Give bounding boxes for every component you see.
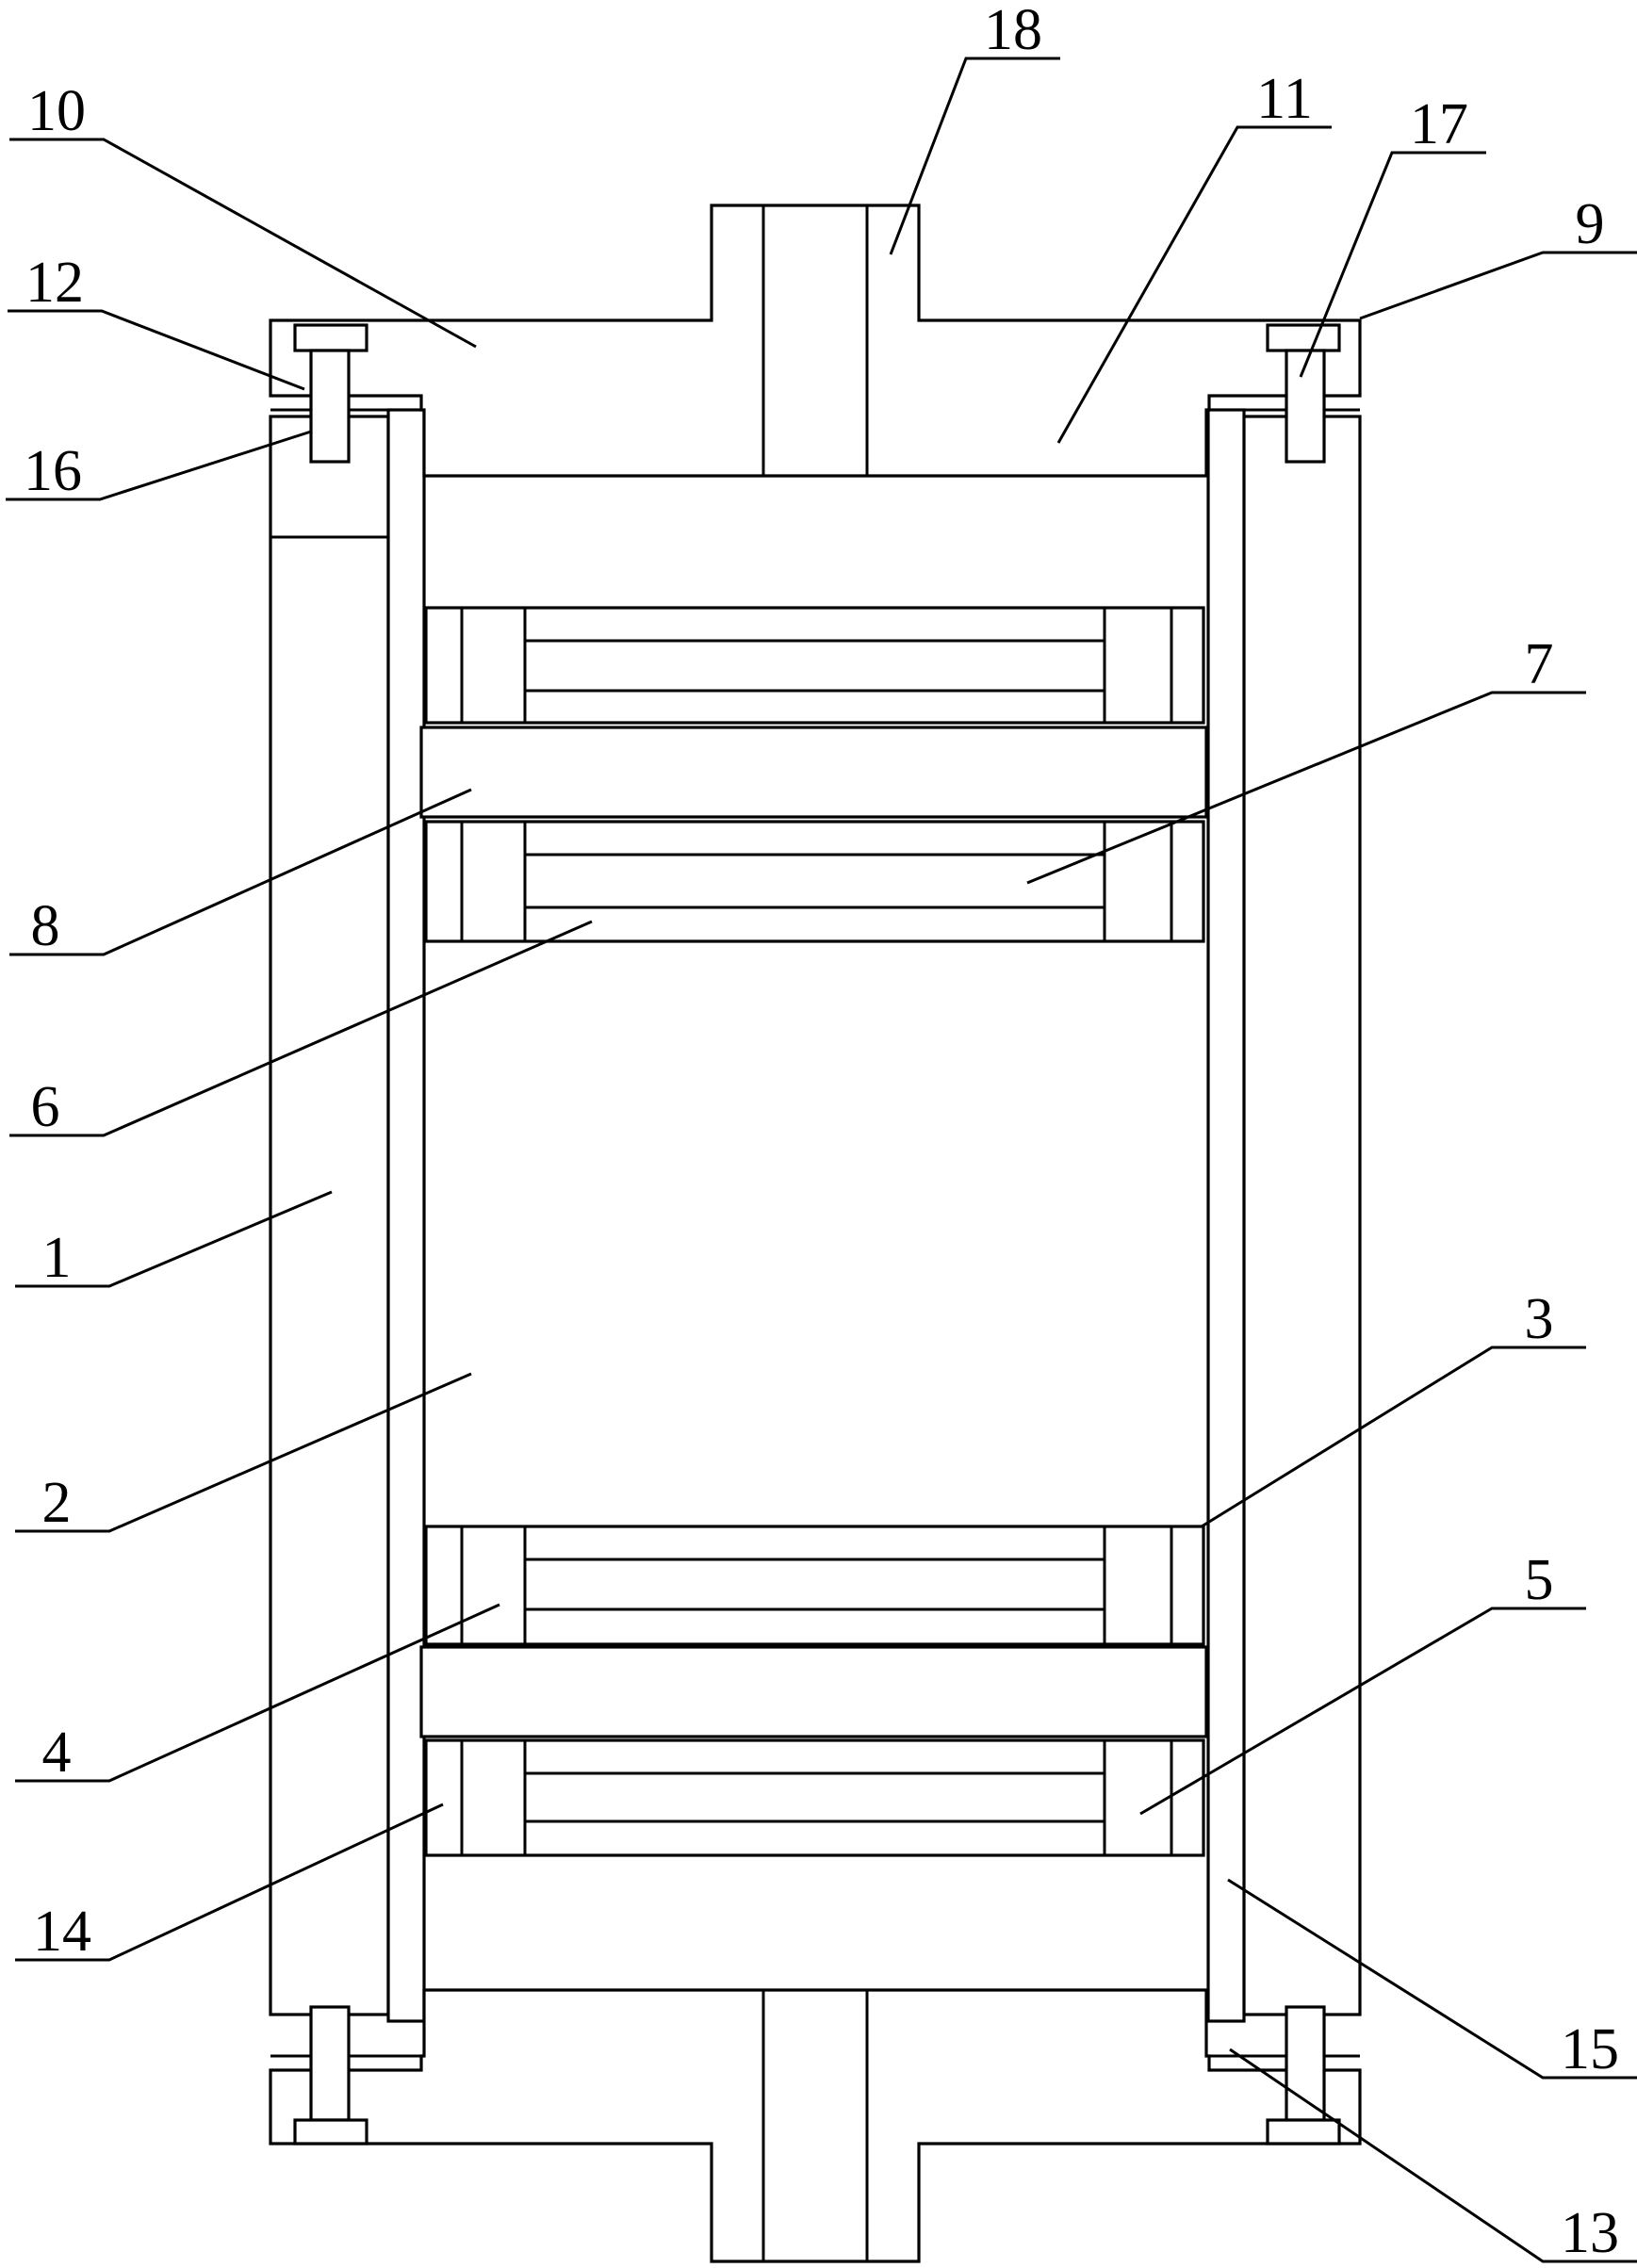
bottom-end-plate <box>269 1988 1362 2263</box>
callout-17: 17 <box>1410 92 1468 156</box>
leader-13 <box>1229 2048 1637 2263</box>
leader-6 <box>9 920 593 1137</box>
callout-14: 14 <box>33 1900 91 1964</box>
upper-bearing-outer-ring <box>424 606 1205 725</box>
right-housing-wall <box>1237 415 1362 2016</box>
leader-15 <box>1227 1878 1637 2080</box>
bolt-head <box>293 323 368 352</box>
callout-6: 6 <box>31 1075 60 1139</box>
bolt-shank <box>309 2005 351 2122</box>
callout-12: 12 <box>25 251 84 315</box>
bolts <box>293 323 1341 2146</box>
callout-16: 16 <box>24 439 82 503</box>
leader-4 <box>15 1603 500 1783</box>
leader-2 <box>15 1372 472 1533</box>
right-inner-liner <box>1206 408 1246 2023</box>
leader-14 <box>15 1803 444 1962</box>
upper-shaft-plate <box>419 726 1208 819</box>
lower-bearing-inner-ring <box>424 1738 1205 1857</box>
callout-9: 9 <box>1576 192 1605 256</box>
leader-10 <box>9 138 477 349</box>
lower-shaft-plate <box>419 1645 1208 1738</box>
callout-10: 10 <box>27 79 86 143</box>
leader-lines <box>6 57 1637 2263</box>
outer-housing <box>269 408 1362 2023</box>
leader-17 <box>1299 151 1486 378</box>
bottom-end-cover <box>269 1988 1362 2263</box>
leader-16 <box>6 430 312 501</box>
leader-7 <box>1026 691 1586 885</box>
callout-labels: 18 10 11 17 9 12 16 7 8 6 1 2 3 4 5 14 1… <box>24 0 1619 2265</box>
bolt-bottom-left <box>293 2005 368 2146</box>
bolt-head <box>293 2118 368 2146</box>
callout-4: 4 <box>42 1721 72 1785</box>
leader-5 <box>1139 1607 1586 1816</box>
bolt-shank <box>1285 2005 1326 2122</box>
top-end-plate <box>269 204 1362 478</box>
leader-18 <box>889 57 1060 255</box>
upper-bearing-assembly <box>419 606 1208 943</box>
callout-2: 2 <box>42 1471 72 1535</box>
callout-13: 13 <box>1561 2201 1619 2265</box>
callout-11: 11 <box>1256 67 1313 131</box>
bolt-head <box>1266 2118 1341 2146</box>
leader-9 <box>1359 251 1637 320</box>
bolt-top-right <box>1266 323 1341 464</box>
bolt-head <box>1266 323 1341 352</box>
lower-bearing-outer-ring <box>424 1525 1205 1646</box>
leader-11 <box>1056 125 1332 444</box>
left-housing-wall <box>269 415 390 2016</box>
callout-5: 5 <box>1525 1548 1554 1612</box>
callout-15: 15 <box>1561 2017 1619 2081</box>
leader-8 <box>9 788 472 956</box>
left-inner-liner <box>386 408 426 2023</box>
leader-12 <box>8 309 305 391</box>
leader-3 <box>1201 1346 1586 1528</box>
callout-1: 1 <box>42 1226 72 1290</box>
callout-3: 3 <box>1525 1287 1554 1351</box>
bolt-top-left <box>293 323 368 464</box>
lower-bearing-assembly <box>419 1525 1208 1857</box>
upper-bearing-inner-ring <box>424 820 1205 943</box>
callout-18: 18 <box>984 0 1042 62</box>
top-end-cover <box>269 204 1362 478</box>
callout-7: 7 <box>1525 632 1554 696</box>
bolt-shank <box>309 349 351 464</box>
callout-8: 8 <box>31 894 60 958</box>
leader-1 <box>15 1190 333 1288</box>
